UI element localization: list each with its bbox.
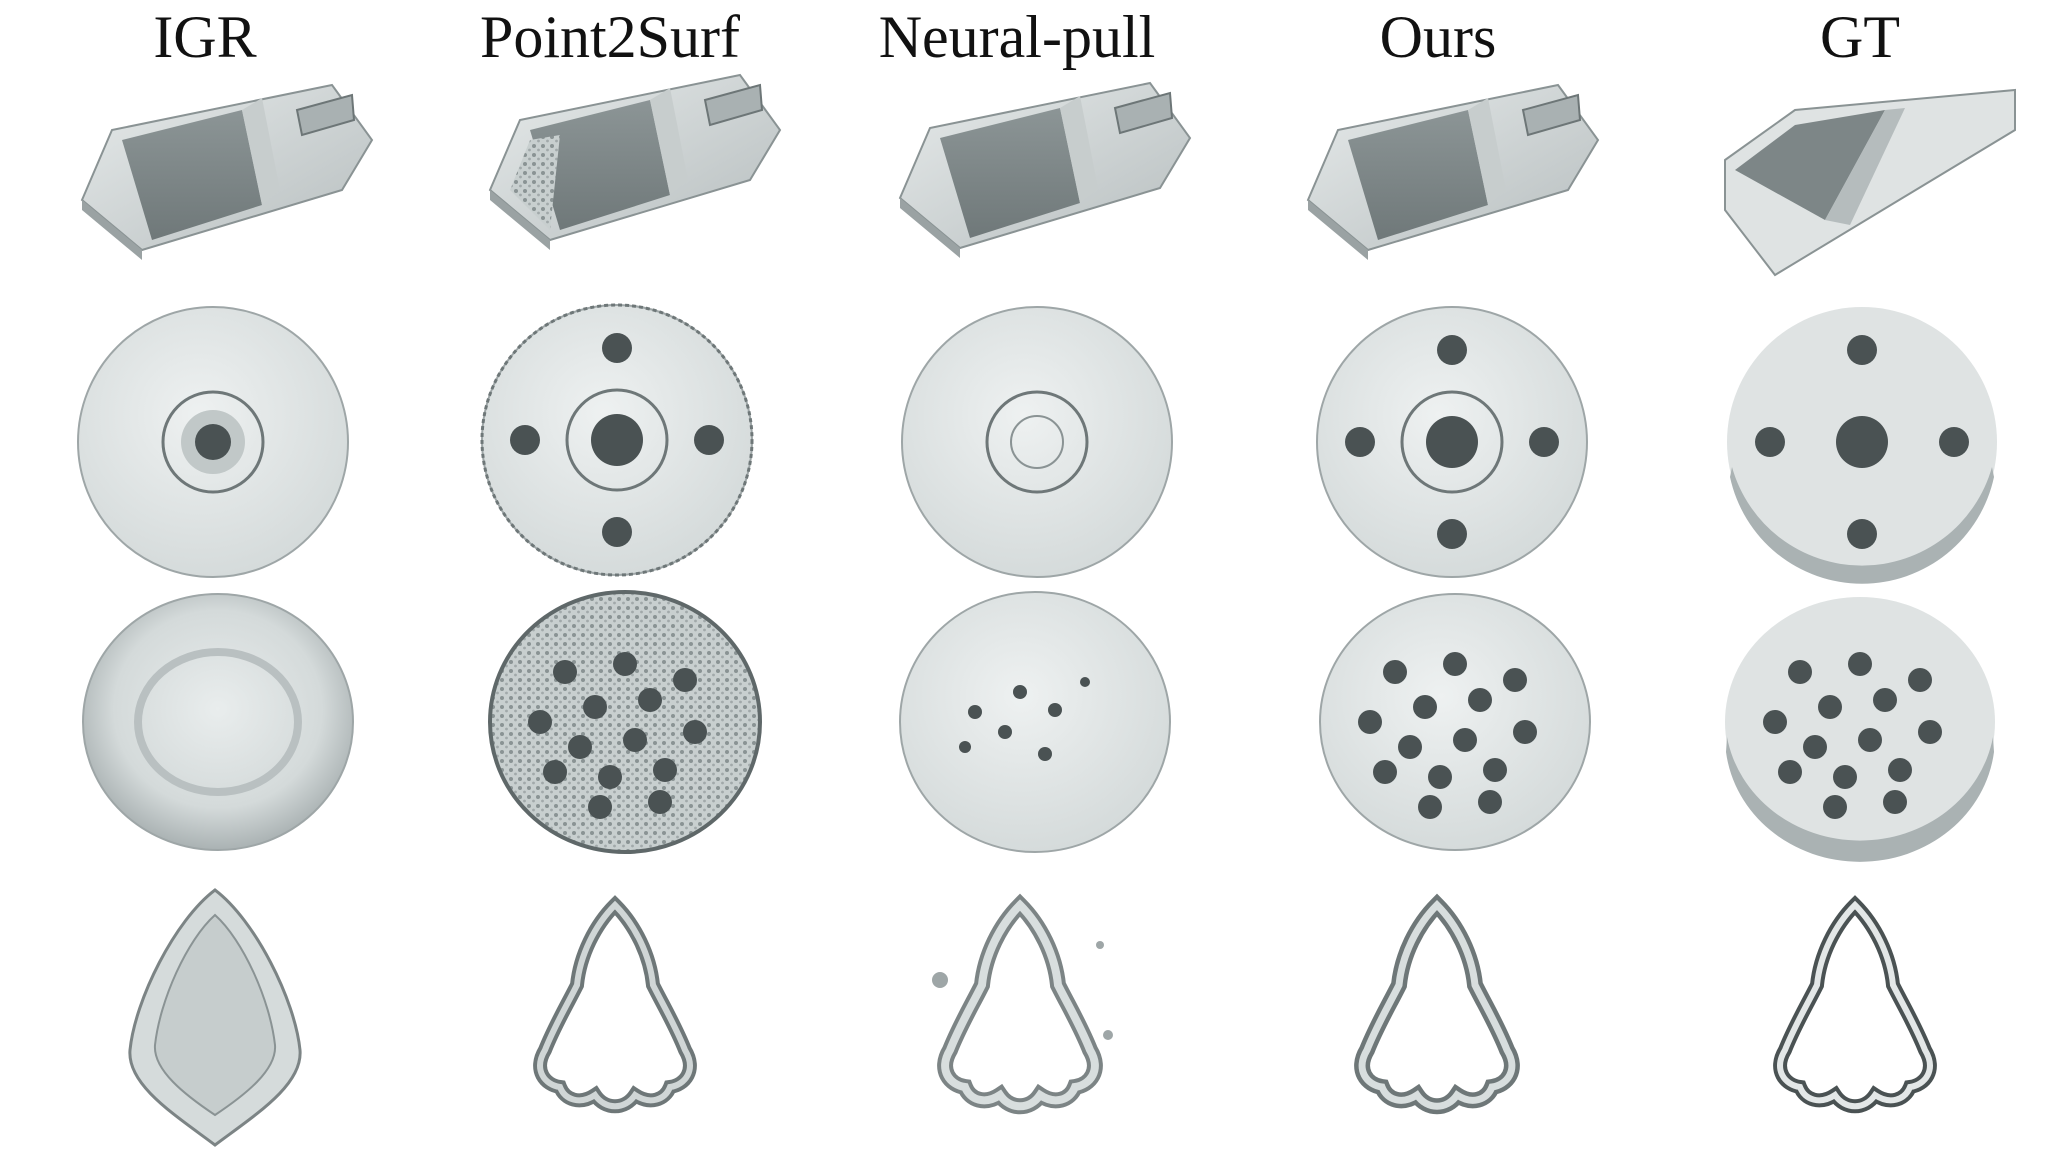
- igr-bracket-render: [81, 84, 373, 261]
- column-header: IGR Point2Surf Neural-pull Ours GT: [0, 0, 2045, 70]
- ours-perforated-render: [1319, 593, 1591, 851]
- column-title-gt: GT: [1820, 4, 1900, 70]
- row-2-flange: [77, 303, 1997, 584]
- row-3-perforated-disk: [82, 590, 1995, 862]
- row-4-tree-cutter: [128, 888, 1930, 1147]
- ours-bracket-render: [1307, 84, 1599, 261]
- gt-bracket-render: [1724, 88, 2016, 277]
- neural-pull-bracket-render: [899, 82, 1191, 259]
- igr-perforated-render: [82, 593, 354, 851]
- point2surf-tree-render: [540, 905, 690, 1106]
- ours-tree-render: [1362, 905, 1512, 1106]
- ours-flange-render: [1315, 305, 1589, 579]
- row-1-bracket: [81, 74, 2016, 277]
- neural-pull-flange-render: [901, 306, 1173, 578]
- column-title-igr: IGR: [153, 4, 257, 70]
- point2surf-perforated-render: [488, 590, 762, 854]
- point2surf-flange-render: [480, 303, 754, 577]
- neural-pull-tree-render: [932, 905, 1113, 1106]
- neural-pull-perforated-render: [899, 591, 1171, 853]
- column-title-point2surf: Point2Surf: [479, 4, 741, 70]
- gt-flange-render: [1727, 307, 1997, 584]
- igr-tree-render: [128, 888, 302, 1147]
- point2surf-bracket-render: [489, 74, 781, 251]
- gt-tree-render: [1780, 905, 1930, 1106]
- column-title-ours: Ours: [1379, 4, 1497, 70]
- column-title-neural-pull: Neural-pull: [878, 4, 1156, 70]
- igr-flange-render: [77, 306, 349, 578]
- gt-perforated-render: [1725, 597, 1995, 862]
